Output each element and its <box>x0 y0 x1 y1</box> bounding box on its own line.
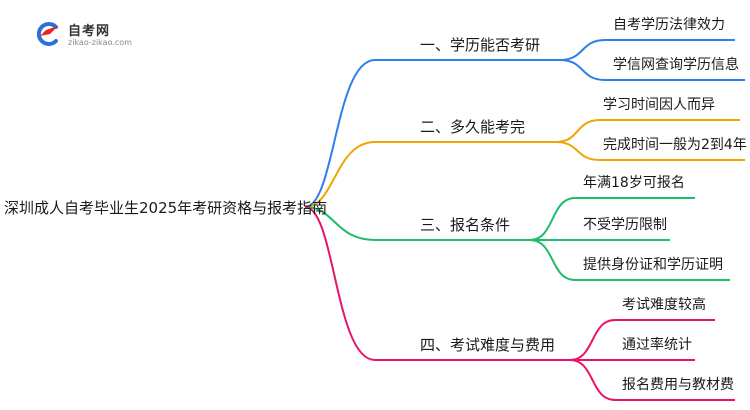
connector-root-branch-4 <box>304 206 570 361</box>
site-logo[interactable]: 自考网 zikao-zikao.com <box>34 16 154 50</box>
branch-2-leaf-2[interactable]: 完成时间一般为2到4年 <box>603 137 747 153</box>
branch-3-leaf-1[interactable]: 年满18岁可报名 <box>583 175 685 191</box>
connector-branch-1-leaf-1 <box>559 39 735 61</box>
connector-root-branch-2 <box>304 141 556 208</box>
branch-3-leaf-2[interactable]: 不受学历限制 <box>583 217 667 233</box>
branch-3-leaf-3[interactable]: 提供身份证和学历证明 <box>583 257 723 273</box>
root-topic[interactable]: 深圳成人自考毕业生2025年考研资格与报考指南 <box>4 199 328 217</box>
connector-branch-1-leaf-2 <box>559 59 745 81</box>
branch-2-leaf-1[interactable]: 学习时间因人而异 <box>603 97 715 113</box>
branch-4-leaf-2[interactable]: 通过率统计 <box>622 337 692 353</box>
branch-1-label[interactable]: 一、学历能否考研 <box>420 36 541 54</box>
branch-3-label[interactable]: 三、报名条件 <box>420 216 511 234</box>
connector-branch-2-leaf-2 <box>555 141 745 161</box>
branch-1-leaf-2[interactable]: 学信网查询学历信息 <box>613 57 739 73</box>
logo-icon <box>36 22 58 46</box>
logo-subtitle: zikao-zikao.com <box>68 38 132 47</box>
connector-root-branch-3 <box>304 206 530 241</box>
branch-4-leaf-1[interactable]: 考试难度较高 <box>622 297 706 313</box>
branch-1-leaf-1[interactable]: 自考学历法律效力 <box>613 17 725 33</box>
branch-2-label[interactable]: 二、多久能考完 <box>420 118 526 136</box>
logo-title: 自考网 <box>68 24 111 39</box>
branch-4-leaf-3[interactable]: 报名费用与教材费 <box>622 377 734 393</box>
connector-branch-3-leaf-1 <box>529 197 695 241</box>
connector-branch-4-leaf-3 <box>569 359 735 401</box>
connector-branch-4-leaf-1 <box>569 319 715 361</box>
branch-4-label[interactable]: 四、考试难度与费用 <box>420 336 556 354</box>
connector-root-branch-1 <box>304 59 560 208</box>
connector-branch-3-leaf-3 <box>529 239 730 281</box>
connector-branch-2-leaf-1 <box>555 119 740 143</box>
